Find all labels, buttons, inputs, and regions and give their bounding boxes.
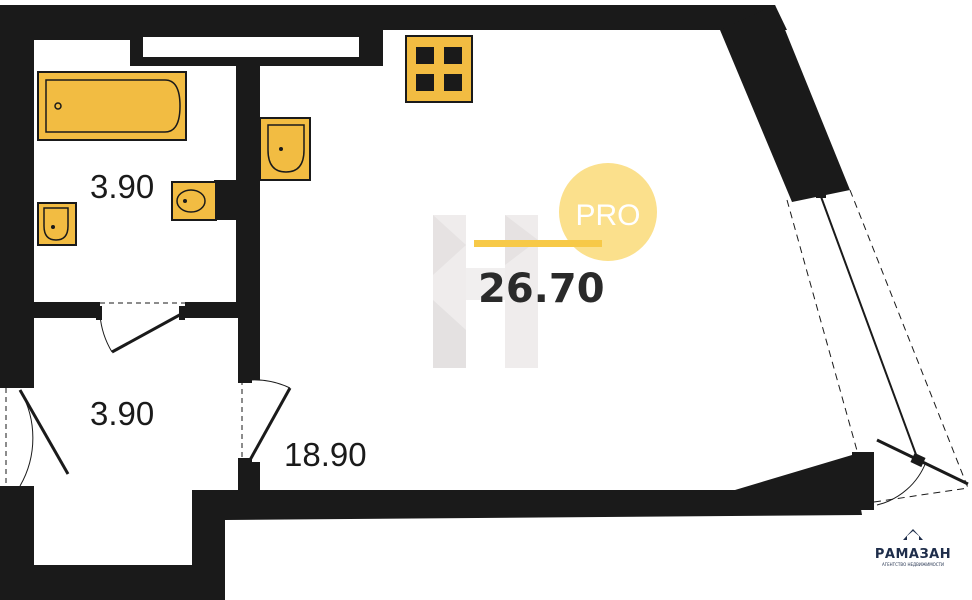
- pro-badge-text: PRO: [575, 199, 640, 232]
- brand-name: РАМАЗАН: [875, 547, 951, 562]
- room-door[interactable]: [238, 375, 292, 466]
- wall-bath-top: [34, 30, 134, 40]
- wall-horizontal-left: [34, 302, 100, 318]
- wall-right-diagonal: [720, 5, 850, 202]
- room-area-living: 18.90: [284, 436, 367, 473]
- brand-logo: РАМАЗАН АГЕНТСТВО НЕДВИЖИМОСТИ: [875, 529, 951, 567]
- balcony: [786, 189, 969, 506]
- kitchen-sink: [259, 117, 311, 181]
- room-area-hallway: 3.90: [90, 395, 154, 432]
- wall-panel-corner: [365, 30, 383, 66]
- bathroom-door[interactable]: [96, 302, 186, 354]
- washbasin-bathroom: [37, 202, 77, 246]
- pro-badge: PRO: [559, 163, 657, 261]
- wall-left-upper: [0, 5, 34, 385]
- total-area-accent: [474, 240, 602, 247]
- house-icon: [903, 529, 923, 540]
- top-niche: [141, 35, 361, 59]
- bathtub: [37, 71, 187, 141]
- stove-icon: [405, 35, 473, 103]
- brand-tagline: АГЕНТСТВО НЕДВИЖИМОСТИ: [882, 562, 944, 567]
- wall-bottom: [192, 455, 862, 520]
- wall-bottom-left: [0, 565, 220, 600]
- wall-partition-upper: [236, 62, 260, 302]
- watermark-logo: [433, 215, 538, 368]
- total-area: 26.70: [478, 266, 605, 312]
- wall-top: [0, 5, 787, 30]
- toilet: [171, 180, 236, 221]
- entrance-door[interactable]: [0, 380, 70, 494]
- wall-mid-stub: [238, 302, 260, 380]
- wall-balcony-end: [852, 452, 874, 510]
- room-area-bathroom: 3.90: [90, 168, 154, 205]
